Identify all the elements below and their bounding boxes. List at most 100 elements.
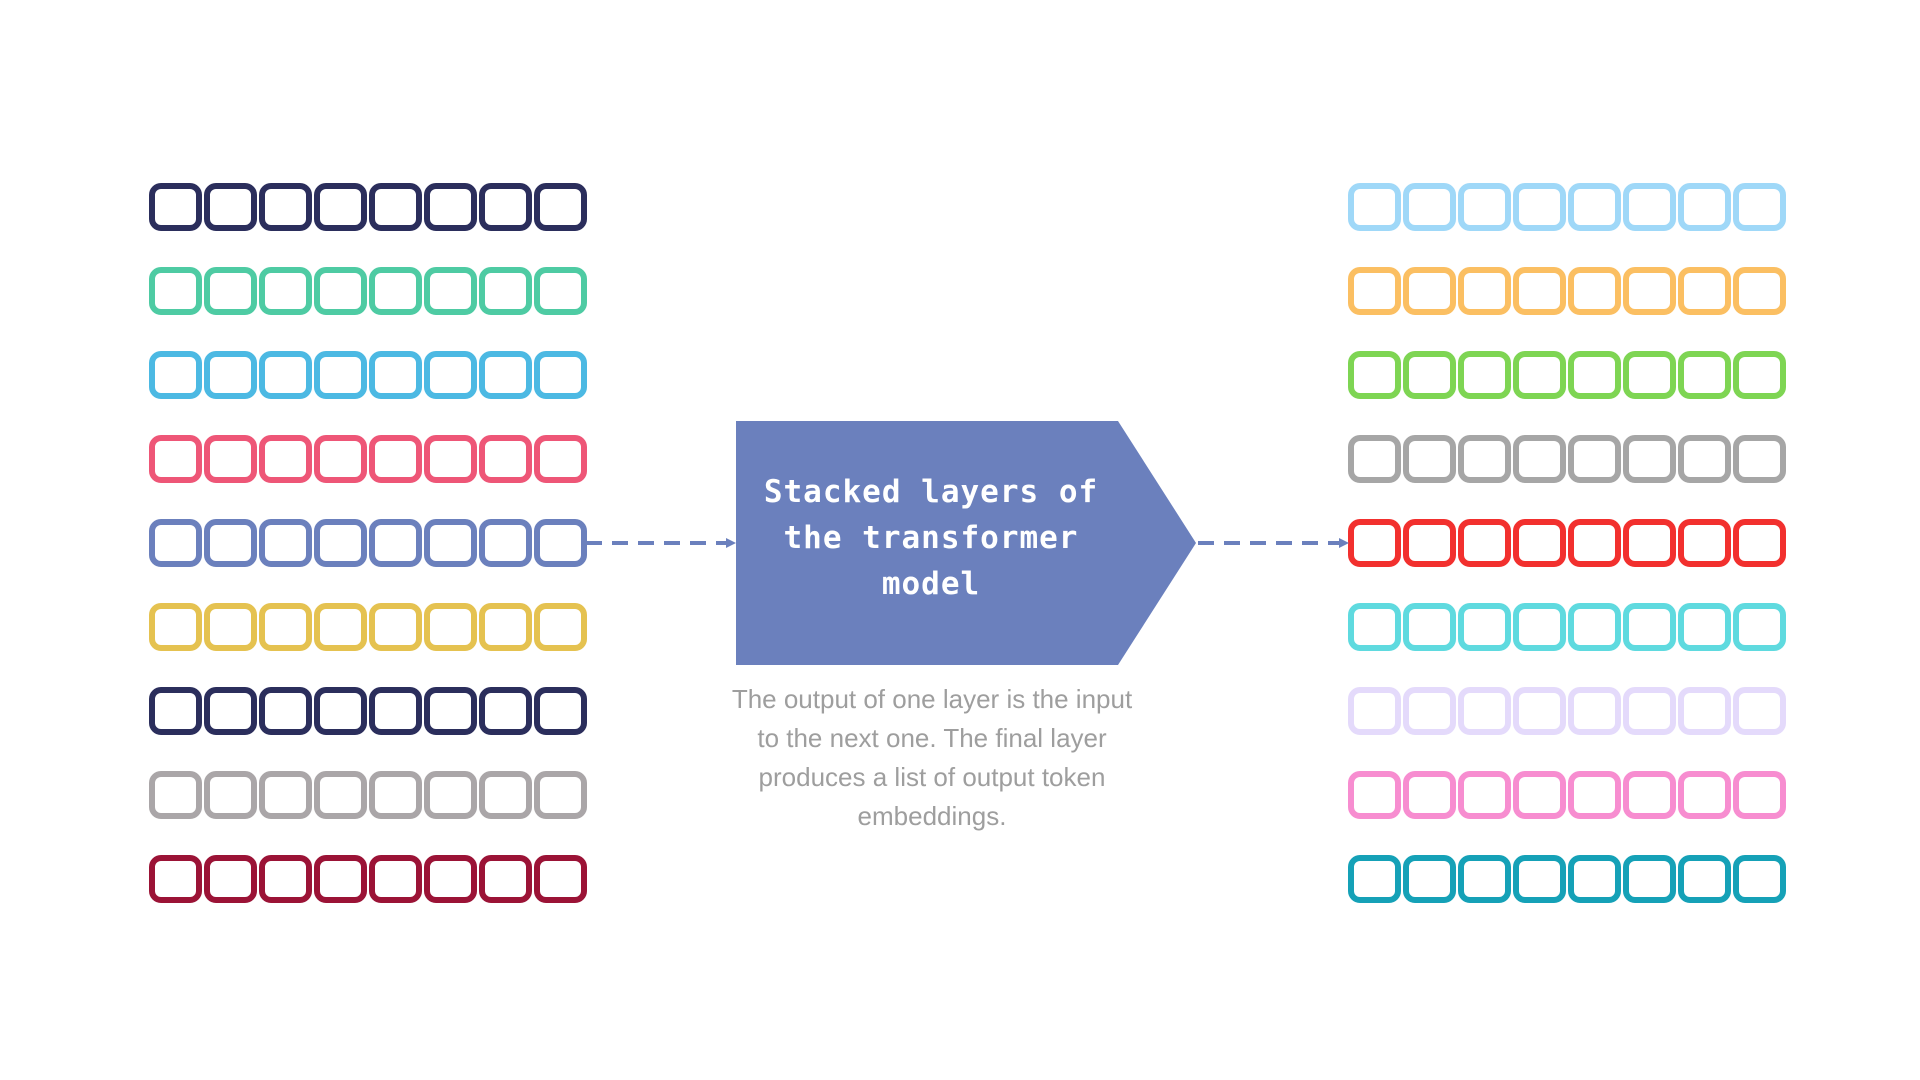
output-embedding-cell — [1348, 183, 1401, 231]
input-embedding-cell — [204, 351, 257, 399]
output-embedding-cell — [1513, 603, 1566, 651]
output-embedding-cell — [1678, 603, 1731, 651]
input-embedding-cell — [204, 603, 257, 651]
input-embedding-cell — [424, 435, 477, 483]
input-embedding-cell — [534, 519, 587, 567]
output-embedding-cell — [1458, 435, 1511, 483]
output-embedding-cell — [1458, 771, 1511, 819]
input-embedding-cell — [314, 771, 367, 819]
input-embedding-cell — [259, 687, 312, 735]
input-embedding-cell — [479, 687, 532, 735]
input-embedding-cell — [259, 519, 312, 567]
output-embedding-cell — [1348, 771, 1401, 819]
output-embedding-cell — [1568, 351, 1621, 399]
input-embedding-row-5 — [149, 519, 587, 567]
input-embedding-cell — [259, 351, 312, 399]
output-embedding-row-3 — [1348, 351, 1786, 399]
output-embedding-cell — [1678, 267, 1731, 315]
output-embedding-cell — [1733, 855, 1786, 903]
output-embedding-cell — [1733, 267, 1786, 315]
output-embedding-cell — [1623, 687, 1676, 735]
input-embedding-cell — [479, 603, 532, 651]
input-embedding-cell — [259, 435, 312, 483]
input-embedding-cell — [534, 267, 587, 315]
input-embedding-row-3 — [149, 351, 587, 399]
input-embedding-cell — [149, 855, 202, 903]
output-embedding-cell — [1678, 687, 1731, 735]
input-embedding-cell — [369, 435, 422, 483]
output-embedding-row-9 — [1348, 855, 1786, 903]
output-embedding-cell — [1513, 183, 1566, 231]
input-embedding-cell — [204, 687, 257, 735]
output-embedding-cell — [1403, 855, 1456, 903]
input-embedding-cell — [369, 519, 422, 567]
output-embedding-cell — [1733, 519, 1786, 567]
output-embedding-row-4 — [1348, 435, 1786, 483]
output-embedding-row-1 — [1348, 183, 1786, 231]
input-embedding-cell — [424, 855, 477, 903]
input-embedding-cell — [369, 687, 422, 735]
output-embedding-cell — [1733, 183, 1786, 231]
input-embedding-row-8 — [149, 771, 587, 819]
output-embedding-cell — [1513, 267, 1566, 315]
output-embedding-cell — [1458, 855, 1511, 903]
output-embedding-cell — [1678, 351, 1731, 399]
output-embedding-cell — [1568, 519, 1621, 567]
output-embedding-cell — [1513, 519, 1566, 567]
output-embedding-cell — [1348, 519, 1401, 567]
input-embedding-cell — [369, 267, 422, 315]
output-embedding-cell — [1348, 855, 1401, 903]
output-embedding-cell — [1678, 771, 1731, 819]
output-embedding-cell — [1403, 351, 1456, 399]
input-embedding-cell — [204, 771, 257, 819]
output-embedding-cell — [1678, 183, 1731, 231]
input-embedding-cell — [259, 855, 312, 903]
input-embedding-cell — [424, 687, 477, 735]
output-embedding-row-6 — [1348, 603, 1786, 651]
output-embedding-row-8 — [1348, 771, 1786, 819]
output-embedding-cell — [1348, 687, 1401, 735]
output-embedding-cell — [1733, 603, 1786, 651]
input-embedding-cell — [479, 855, 532, 903]
input-embedding-cell — [369, 603, 422, 651]
transformer-layers-block — [736, 421, 1196, 665]
input-embedding-cell — [149, 267, 202, 315]
output-embedding-cell — [1458, 687, 1511, 735]
output-embedding-cell — [1568, 603, 1621, 651]
input-embedding-cell — [479, 519, 532, 567]
output-embedding-cell — [1568, 435, 1621, 483]
output-embedding-cell — [1733, 351, 1786, 399]
input-embedding-cell — [259, 771, 312, 819]
input-embedding-cell — [369, 771, 422, 819]
input-embedding-cell — [259, 267, 312, 315]
input-embedding-cell — [259, 183, 312, 231]
input-embedding-cell — [479, 435, 532, 483]
input-embedding-cell — [534, 771, 587, 819]
input-embedding-cell — [479, 183, 532, 231]
input-embedding-cell — [314, 519, 367, 567]
input-embedding-cell — [149, 519, 202, 567]
input-embedding-cell — [314, 183, 367, 231]
output-embedding-cell — [1623, 519, 1676, 567]
input-embedding-cell — [424, 183, 477, 231]
output-embedding-cell — [1568, 687, 1621, 735]
output-embedding-cell — [1403, 435, 1456, 483]
output-embedding-cell — [1348, 351, 1401, 399]
input-embedding-cell — [149, 183, 202, 231]
input-embedding-cell — [149, 351, 202, 399]
input-embedding-cell — [204, 519, 257, 567]
output-token-embeddings — [1348, 183, 1786, 903]
output-embedding-cell — [1513, 435, 1566, 483]
output-embedding-cell — [1403, 771, 1456, 819]
output-embedding-cell — [1678, 519, 1731, 567]
output-embedding-cell — [1513, 351, 1566, 399]
input-embedding-cell — [314, 603, 367, 651]
output-embedding-cell — [1623, 435, 1676, 483]
output-embedding-cell — [1348, 603, 1401, 651]
output-embedding-cell — [1513, 687, 1566, 735]
output-embedding-cell — [1568, 267, 1621, 315]
input-embedding-row-4 — [149, 435, 587, 483]
output-embedding-cell — [1733, 771, 1786, 819]
input-embedding-cell — [424, 603, 477, 651]
